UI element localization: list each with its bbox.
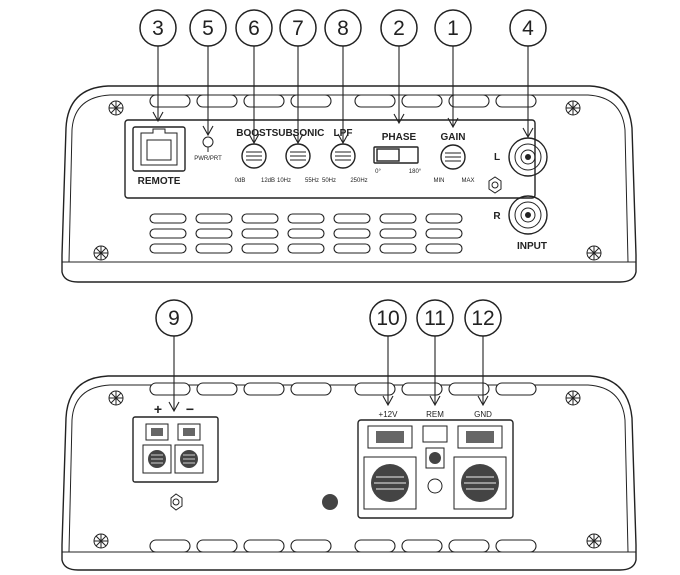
remote-label: REMOTE bbox=[138, 176, 181, 187]
boost-max-label: 12dB bbox=[261, 178, 275, 184]
rca-left-label: L bbox=[494, 152, 500, 163]
screw-icon bbox=[93, 245, 109, 261]
power-terminal-block: +12V REM GND bbox=[357, 410, 514, 519]
grille-slot bbox=[425, 228, 463, 239]
bottom-vent-slots bbox=[149, 539, 537, 553]
grille-slot bbox=[241, 213, 279, 224]
svg-text:10: 10 bbox=[376, 307, 399, 330]
grille-slot bbox=[287, 213, 325, 224]
callout-9: 9 bbox=[155, 299, 193, 337]
screw-icon bbox=[586, 533, 602, 549]
svg-text:1: 1 bbox=[447, 17, 459, 40]
svg-text:4: 4 bbox=[522, 17, 534, 40]
amplifier-bottom-view: + − +12V REM GND bbox=[61, 375, 637, 571]
screw-icon bbox=[586, 245, 602, 261]
grille-slot bbox=[287, 243, 325, 254]
grille-slot bbox=[195, 213, 233, 224]
gain-knob[interactable]: GAIN MIN MAX bbox=[434, 132, 475, 184]
rca-input[interactable]: L R INPUT bbox=[493, 137, 548, 252]
hex-nut-icon bbox=[322, 494, 338, 510]
grille-slot bbox=[379, 213, 417, 224]
callout-4: 4 bbox=[509, 9, 547, 47]
grille-slot bbox=[333, 213, 371, 224]
phase-switch[interactable]: PHASE 0° 180° bbox=[373, 132, 422, 175]
screw-icon bbox=[565, 390, 581, 406]
grille-slot bbox=[149, 243, 187, 254]
grille-slot bbox=[287, 228, 325, 239]
grille-slot bbox=[379, 243, 417, 254]
svg-text:7: 7 bbox=[292, 17, 304, 40]
phase-max-label: 180° bbox=[409, 169, 422, 175]
boost-knob[interactable]: BOOST 0dB 12dB bbox=[235, 128, 275, 184]
callout-1: 1 bbox=[434, 9, 472, 47]
callout-10: 10 bbox=[369, 299, 407, 337]
remote-port[interactable]: REMOTE bbox=[132, 126, 186, 187]
svg-text:3: 3 bbox=[152, 17, 164, 40]
gain-max-label: MAX bbox=[461, 178, 474, 184]
speaker-minus-label: − bbox=[186, 401, 194, 417]
gnd-terminal[interactable] bbox=[453, 425, 507, 510]
svg-text:11: 11 bbox=[424, 307, 446, 330]
lpf-knob[interactable]: LPF 50Hz 250Hz bbox=[322, 128, 368, 184]
callout-11: 11 bbox=[416, 299, 454, 337]
speaker-plus-label: + bbox=[154, 401, 162, 417]
amplifier-top-view: REMOTE PWR/PRT BOOST 0dB 12dB SUBSONIC 1… bbox=[61, 85, 637, 283]
grille-slot bbox=[195, 228, 233, 239]
top-vent-slots bbox=[149, 94, 537, 108]
top-vent-slots bbox=[149, 382, 537, 396]
subsonic-min-label: 10Hz bbox=[277, 178, 291, 184]
svg-text:2: 2 bbox=[393, 17, 405, 40]
rem-label: REM bbox=[426, 410, 444, 419]
callout-8: 8 bbox=[324, 9, 362, 47]
pwr-prt-label: PWR/PRT bbox=[194, 156, 222, 162]
svg-text:5: 5 bbox=[202, 17, 214, 40]
grille-slot bbox=[333, 243, 371, 254]
rca-right-label: R bbox=[493, 211, 501, 222]
grille-slot bbox=[425, 213, 463, 224]
lpf-max-label: 250Hz bbox=[350, 178, 367, 184]
callout-5: 5 bbox=[189, 9, 227, 47]
lpf-min-label: 50Hz bbox=[322, 178, 336, 184]
callout-12: 12 bbox=[464, 299, 502, 337]
callout-3: 3 bbox=[139, 9, 177, 47]
screw-icon bbox=[93, 533, 109, 549]
callouts-bottom: 9 10 11 12 bbox=[155, 299, 502, 413]
hex-nut-icon bbox=[170, 493, 183, 511]
grille-slot bbox=[241, 243, 279, 254]
screw-icon bbox=[565, 100, 581, 116]
grille-slot bbox=[333, 228, 371, 239]
screw-icon bbox=[108, 390, 124, 406]
svg-text:6: 6 bbox=[248, 17, 260, 40]
subsonic-max-label: 55Hz bbox=[305, 178, 319, 184]
svg-text:9: 9 bbox=[168, 307, 180, 330]
screw-icon bbox=[108, 100, 124, 116]
callout-6: 6 bbox=[235, 9, 273, 47]
grille-slot bbox=[149, 213, 187, 224]
callouts-top: 3 5 6 7 8 2 1 4 bbox=[139, 9, 547, 145]
svg-text:8: 8 bbox=[337, 17, 349, 40]
plus12v-label: +12V bbox=[379, 410, 399, 419]
grille-slot bbox=[241, 228, 279, 239]
hex-nut-icon bbox=[488, 176, 502, 194]
plus12v-terminal[interactable] bbox=[363, 425, 417, 510]
gnd-label: GND bbox=[474, 410, 492, 419]
grille-slot bbox=[149, 228, 187, 239]
gain-min-label: MIN bbox=[434, 178, 445, 184]
boost-min-label: 0dB bbox=[235, 178, 246, 184]
phase-min-label: 0° bbox=[375, 169, 381, 175]
rem-terminal[interactable] bbox=[422, 425, 448, 494]
gain-label: GAIN bbox=[441, 132, 466, 143]
speaker-terminal[interactable]: + − bbox=[132, 401, 219, 483]
callout-2: 2 bbox=[380, 9, 418, 47]
svg-text:12: 12 bbox=[471, 307, 494, 330]
phase-label: PHASE bbox=[382, 132, 417, 143]
callout-7: 7 bbox=[279, 9, 317, 47]
grille-slot bbox=[425, 243, 463, 254]
power-protect-led: PWR/PRT bbox=[194, 136, 222, 162]
input-label: INPUT bbox=[517, 241, 547, 252]
grille-slots-top-amp bbox=[149, 213, 463, 254]
grille-slot bbox=[379, 228, 417, 239]
grille-slot bbox=[195, 243, 233, 254]
